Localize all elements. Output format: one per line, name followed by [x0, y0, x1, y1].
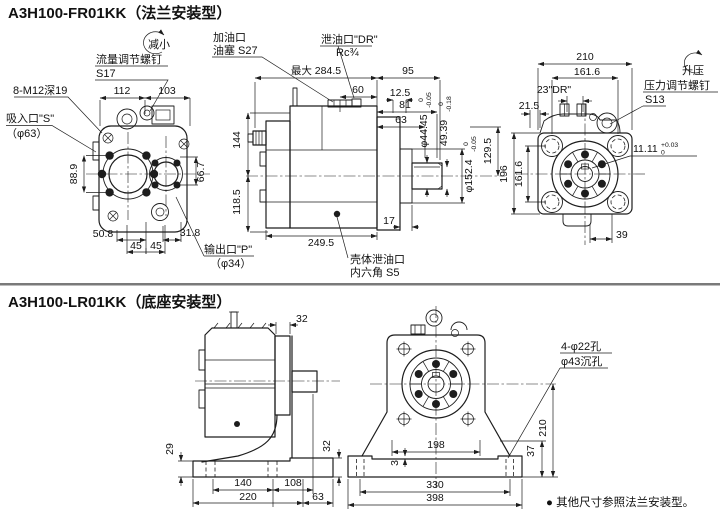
dim-398: 398: [426, 492, 444, 504]
label-outlet-port: 输出口"P": [204, 242, 252, 256]
dim-45-a: 45: [130, 240, 142, 252]
label-increase: 升压: [682, 64, 704, 77]
dim-118-5: 118.5: [231, 189, 243, 215]
lr-front-view: [347, 306, 556, 488]
dim-330: 330: [426, 479, 444, 491]
dim-shaft-dia-lo: -0.05: [426, 92, 433, 108]
fr-front-dims: 112 103 88.9 66.7 50.8 31.8 45 45: [68, 85, 207, 255]
footnote: ● 其他尺寸参照法兰安装型。: [546, 495, 694, 509]
dim-pilot-dia-hi: 0: [463, 142, 470, 146]
dim-31-8: 31.8: [180, 227, 201, 239]
dim-60: 60: [352, 84, 364, 96]
dim-key-height-lo: -0.18: [446, 96, 453, 112]
dim-3: 3: [389, 460, 401, 466]
dim-161-6-h: 161.6: [574, 66, 600, 78]
dim-17: 17: [383, 215, 395, 227]
dim-max-284-5: 最大 284.5: [291, 64, 341, 77]
label-flow-screw: 流量调节螺钉: [96, 52, 162, 66]
label-pressure-screw: 压力调节螺钉: [644, 79, 710, 92]
fr-front-view: [86, 105, 210, 233]
dim-key-height: 49.39: [438, 120, 450, 146]
dim-140: 140: [234, 477, 252, 489]
fr-rear-view: [516, 103, 645, 245]
dim-shaft-dia: φ44.45: [418, 114, 430, 147]
dim-63-base: 63: [312, 491, 324, 503]
dim-198: 198: [427, 439, 445, 451]
dim-161-6-v: 161.6: [513, 161, 525, 187]
dim-66-7: 66.7: [195, 162, 207, 183]
label-decrease: 减小: [148, 38, 170, 51]
dim-129-5: 129.5: [482, 138, 494, 164]
dim-23-dr: 23"DR": [537, 84, 572, 96]
section-title-flange: A3H100-FR01KK（法兰安装型）: [8, 4, 231, 22]
fr-side-labels: 加油口 油塞 S27 泄油口"DR" Rc¾ 壳体泄油口 内六角 S5: [212, 30, 405, 279]
dim-88-9: 88.9: [68, 164, 80, 185]
dim-63: 63: [395, 114, 407, 126]
dim-32-top: 32: [296, 313, 308, 325]
dim-key-height-hi: 0: [438, 102, 445, 106]
dim-pilot-dia-lo: -0.05: [471, 136, 478, 152]
label-drain-port: 泄油口"DR": [321, 32, 378, 46]
label-bolt-holes: 4-φ22孔: [561, 340, 601, 353]
label-suction-dia: （φ63）: [6, 127, 47, 140]
fr-front-labels: 8-M12深19 吸入口"S" （φ63） 输出口"P" （φ34） 流量调节螺…: [6, 29, 254, 270]
dim-39: 39: [616, 229, 628, 241]
dim-249-5: 249.5: [308, 237, 334, 249]
lr-front-labels: 4-φ22孔 φ43沉孔: [507, 340, 612, 459]
label-case-drain-hex: 内六角 S5: [350, 265, 400, 279]
label-counterbore: φ43沉孔: [561, 355, 602, 368]
dim-210-foot: 210: [537, 419, 549, 437]
label-suction-port: 吸入口"S": [6, 113, 54, 125]
section-title-foot: A3H100-LR01KK（底座安装型）: [8, 293, 231, 311]
dim-108: 108: [284, 477, 302, 489]
dim-210-rear: 210: [576, 51, 594, 63]
label-case-drain: 壳体泄油口: [350, 252, 405, 266]
lr-side-dims: 32 29 32 140 108 220 63: [164, 313, 342, 507]
label-drain-thread: Rc¾: [336, 47, 359, 59]
section-divider: [0, 283, 720, 286]
dim-12-5: 12.5: [390, 87, 411, 99]
dim-32-right: 32: [321, 440, 333, 452]
dim-37: 37: [525, 445, 537, 457]
label-oil-filler: 加油口: [213, 30, 246, 44]
dim-220: 220: [239, 491, 257, 503]
dim-29: 29: [164, 443, 176, 455]
dim-196: 196: [498, 165, 510, 183]
lr-side-view: [192, 311, 340, 478]
dim-key-width-hi: +0.03: [661, 142, 678, 149]
dim-81: 81: [399, 99, 411, 111]
fr-rear-labels: 升压 压力调节螺钉 S13: [609, 49, 718, 125]
dim-45-b: 45: [150, 240, 162, 252]
dim-shaft-dia-hi: 0: [418, 98, 425, 102]
dim-50-8: 50.8: [93, 228, 114, 240]
dim-144: 144: [231, 131, 243, 149]
label-oil-plug: 油塞 S27: [213, 43, 258, 57]
label-outlet-dia: （φ34）: [210, 257, 251, 270]
dim-key-width-lo: 0: [661, 150, 665, 157]
fr-rear-dims: 210 161.6 23"DR" 21.5 196 161.6 11.11 +0…: [498, 51, 697, 243]
dim-pilot-dia: φ152.4: [463, 159, 475, 192]
dim-112: 112: [114, 85, 131, 97]
label-flow-screw-size: S17: [96, 68, 116, 80]
label-tapped-holes: 8-M12深19: [13, 84, 67, 97]
label-pressure-screw-size: S13: [645, 94, 665, 106]
dim-key-width: 11.11: [633, 143, 658, 155]
dim-103: 103: [158, 85, 176, 97]
dim-95: 95: [402, 65, 414, 77]
fr-side-dims: 最大 284.5 95 60 12.5 81 63 φ44.45 0 -0.05…: [231, 64, 501, 249]
lr-front-dims: 198 3 330 398 37 210: [347, 383, 558, 509]
fr-side-view: [246, 87, 505, 231]
dim-21-5: 21.5: [519, 100, 540, 112]
